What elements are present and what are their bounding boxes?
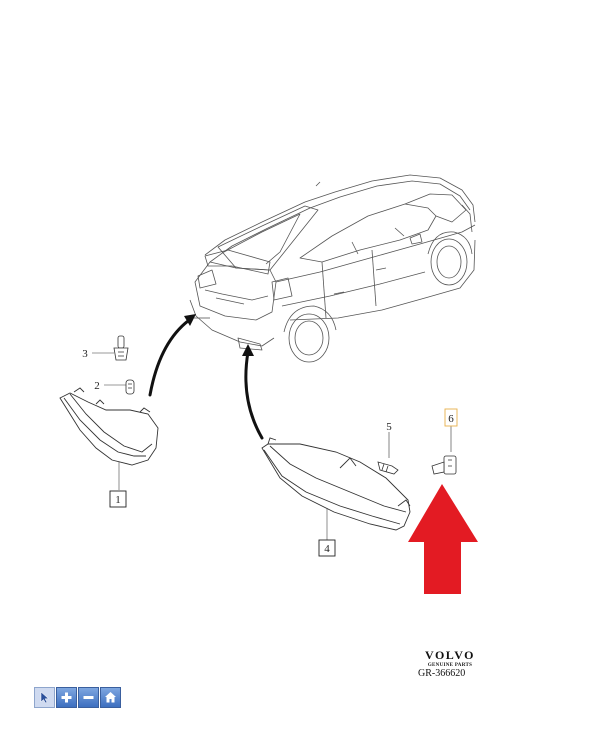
part-5-bulb-right: [377, 432, 399, 475]
callout-6: 6: [444, 408, 458, 427]
arrow-heads: [184, 314, 254, 356]
zoom-in-button[interactable]: [56, 687, 77, 708]
callout-5: 5: [386, 421, 392, 433]
location-arrows: [148, 316, 264, 440]
brand-logo: VOLVO GENUINE PARTS: [420, 648, 480, 668]
part-1-reflector-left: [59, 387, 159, 466]
car-illustration: [189, 174, 476, 363]
callout-1-label: 1: [115, 494, 121, 506]
zoom-in-icon: [61, 692, 72, 703]
callout-1: 1: [109, 490, 127, 508]
brand-subtitle: GENUINE PARTS: [427, 663, 473, 668]
arrowhead-left: [184, 314, 196, 326]
callout-2-label: 2: [94, 380, 100, 392]
home-icon: [105, 692, 116, 703]
brand-name: VOLVO: [425, 648, 475, 662]
arrow-to-rear-right-light: [244, 350, 264, 440]
diagram-reference: GR-366620: [418, 668, 466, 679]
arrowhead-right: [242, 344, 254, 356]
part-6-bulb-holder-right: [431, 426, 457, 475]
pointer-button[interactable]: [34, 687, 55, 708]
callout-6-label: 6: [448, 413, 454, 425]
zoom-out-button[interactable]: [78, 687, 99, 708]
callout-3-label: 3: [82, 348, 88, 360]
callout-4: 4: [318, 539, 336, 557]
callout-5-label: 5: [386, 421, 392, 433]
arrow-to-rear-left-light: [148, 316, 194, 397]
part-3-bulb-holder: [92, 335, 129, 361]
callout-4-label: 4: [324, 543, 330, 555]
zoom-out-icon: [83, 696, 94, 699]
part-4-reflector-right: [261, 437, 411, 531]
callout-3: 3: [82, 348, 88, 360]
home-button[interactable]: [100, 687, 121, 708]
red-highlight-arrow: [408, 484, 478, 594]
leader-lines: [118, 462, 328, 540]
viewer-toolbar: [34, 687, 121, 708]
pointer-icon: [40, 691, 50, 704]
part-2-bulb-left: [104, 379, 135, 395]
callout-2: 2: [94, 380, 100, 392]
